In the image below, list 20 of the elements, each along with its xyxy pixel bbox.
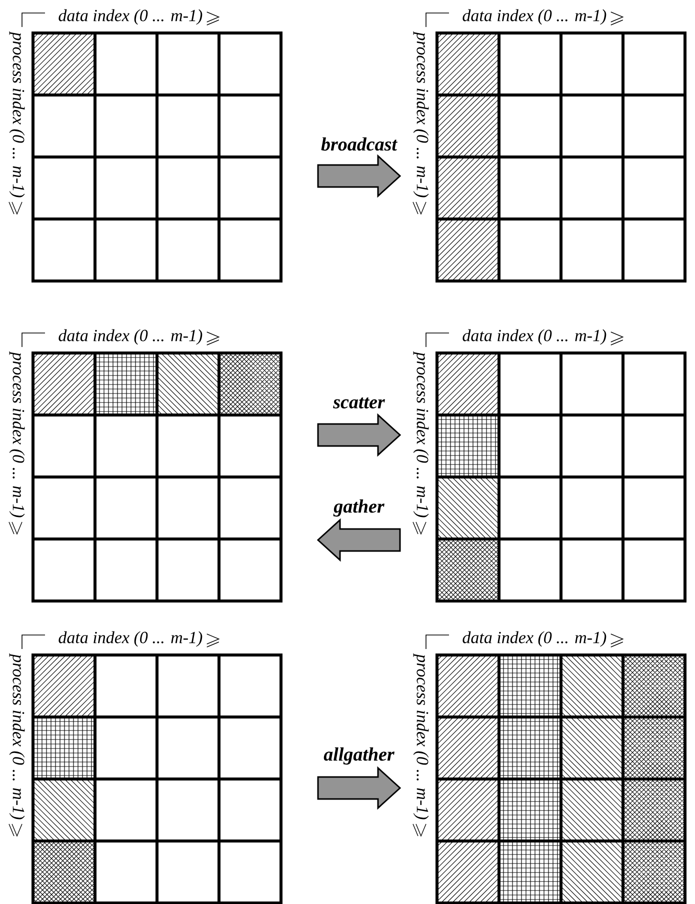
- axis-label: process index (0 ... m-1): [9, 653, 25, 820]
- edge-label: allgather: [324, 747, 394, 765]
- axis-label: process index (0 ... m-1): [413, 653, 429, 820]
- axis-label: process index (0 ... m-1): [9, 31, 25, 198]
- axis-label: data index (0 ... m-1): [58, 329, 202, 345]
- block-arrow: [317, 766, 402, 810]
- block-arrow: [317, 154, 402, 198]
- axis-label: data index (0 ... m-1): [58, 9, 202, 25]
- axis-label: process index (0 ... m-1): [413, 351, 429, 518]
- axis-label: data index (0 ... m-1): [58, 631, 202, 647]
- block-arrow: [317, 413, 402, 457]
- edge-label: scatter: [333, 398, 385, 408]
- axis-label: process index (0 ... m-1): [9, 351, 25, 518]
- axis-label: process index (0 ... m-1): [413, 31, 429, 198]
- edge-label: gather: [333, 499, 384, 517]
- edge-label: broadcast: [321, 137, 398, 151]
- axis-label: data index (0 ... m-1): [462, 329, 606, 345]
- axis-label: data index (0 ... m-1): [462, 631, 606, 647]
- axis-label: data index (0 ... m-1): [462, 9, 606, 25]
- block-arrow: [316, 518, 401, 562]
